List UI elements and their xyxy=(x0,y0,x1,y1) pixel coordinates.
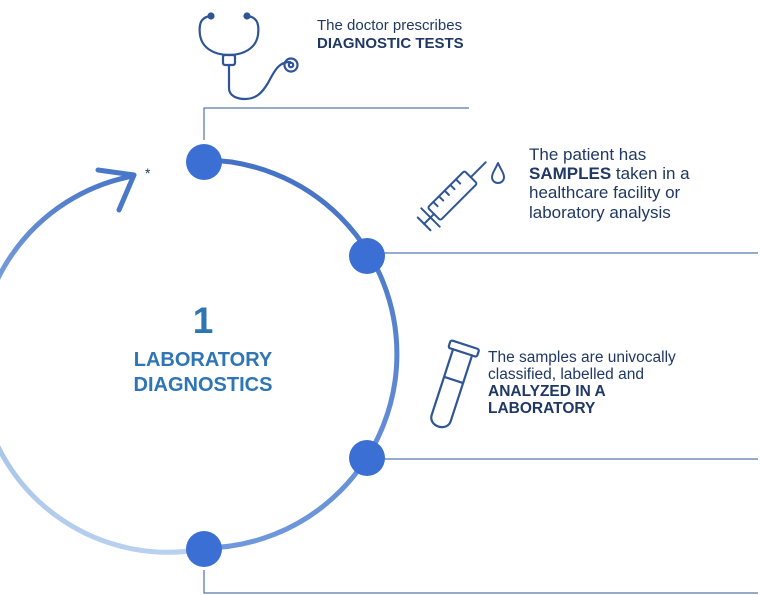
step-3-bold-line-2: LABORATORY xyxy=(488,400,596,418)
step-dot-2 xyxy=(349,238,385,274)
step-1-bold: DIAGNOSTIC TESTS xyxy=(317,34,464,52)
step-3-text: The samples are univocally classified, l… xyxy=(488,349,758,417)
connector-lines xyxy=(203,107,758,594)
center-title-line-1: LABORATORY xyxy=(133,349,273,371)
stethoscope-icon xyxy=(198,12,299,101)
step-3-line-2: classified, labelled and xyxy=(488,366,644,384)
asterisk-note: * xyxy=(145,165,151,181)
step-dot-1 xyxy=(186,144,222,180)
step-1-text: The doctor prescribes DIAGNOSTIC TESTS xyxy=(317,17,464,52)
step-2-bold: SAMPLES xyxy=(529,164,612,184)
test-tube-icon xyxy=(430,339,480,429)
connector-line-4 xyxy=(203,570,758,594)
center-title: LABORATORY DIAGNOSTICS xyxy=(103,348,303,399)
step-2-line-1: The patient has xyxy=(529,145,647,164)
connector-line-1 xyxy=(203,107,469,140)
step-2-text: The patient has SAMPLES taken in a healt… xyxy=(529,145,749,222)
step-3-bold-line-1: ANALYZED IN A xyxy=(488,383,606,401)
center-number: 1 xyxy=(192,300,214,341)
step-2-after-bold: taken in a xyxy=(611,164,690,184)
step-2-line-4: laboratory analysis xyxy=(529,202,671,222)
syringe-icon xyxy=(416,161,505,232)
arrow-head-icon xyxy=(95,167,137,213)
step-1-line-1: The doctor prescribes xyxy=(317,17,463,34)
step-2-line-2: SAMPLES taken in a xyxy=(529,164,749,183)
return-arc xyxy=(0,173,206,555)
center-title-line-2: DIAGNOSTICS xyxy=(133,374,273,397)
step-dot-4 xyxy=(186,531,222,567)
main-ring xyxy=(202,157,400,551)
step-3-line-1: The samples are univocally xyxy=(488,349,676,366)
step-dot-3 xyxy=(349,440,385,476)
step-2-line-3: healthcare facility or xyxy=(529,183,681,203)
